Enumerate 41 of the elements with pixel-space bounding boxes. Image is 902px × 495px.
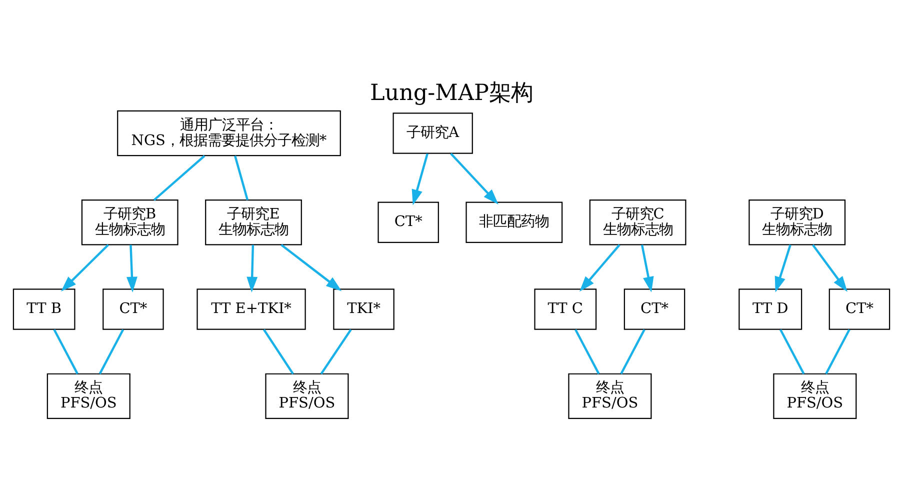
connector [320,328,352,374]
node-box: TT B [12,288,75,330]
arrow [60,244,108,291]
connector [233,155,248,200]
node-box: TKI* [332,288,394,330]
arrow [774,244,791,292]
node-box: TT D [738,288,802,330]
connector [98,328,124,374]
arrow [126,244,137,292]
node-box: CT* [102,288,164,330]
connector [824,328,850,374]
node-box: 终点 PFS/OS [772,372,856,418]
node-box: 子研究B 生物标志物 [80,199,178,245]
node-box: CT* [377,201,438,242]
diagram-title: Lung-MAP架构 [369,79,533,106]
node-box: 终点 PFS/OS [568,372,652,418]
node-box: 终点 PFS/OS [46,372,130,418]
arrow [411,152,428,205]
arrow [246,244,258,292]
node-box: 终点 PFS/OS [264,372,348,418]
arrow [640,244,654,292]
arrow [811,244,847,292]
node-box: TT C [534,288,596,330]
connector [52,328,78,374]
node-box: CT* [828,288,890,330]
connector [620,328,645,374]
node-box: 子研究E 生物标志物 [204,199,302,245]
node-box: 子研究D 生物标志物 [748,199,846,245]
node-box: 子研究C 生物标志物 [588,199,686,245]
connector [574,328,600,374]
node-box: TT E+TKI* [196,288,306,330]
connector [152,154,205,200]
connector [262,328,294,374]
arrow [280,243,342,291]
node-box: 子研究A [392,112,472,154]
node-box: CT* [623,288,685,330]
arrow [578,244,620,292]
connector [778,328,804,374]
node-box: 通用广泛平台： NGS，根据需要提供分子检测* [116,110,340,156]
arrow [450,152,498,204]
node-box: 非匹配药物 [465,201,562,242]
